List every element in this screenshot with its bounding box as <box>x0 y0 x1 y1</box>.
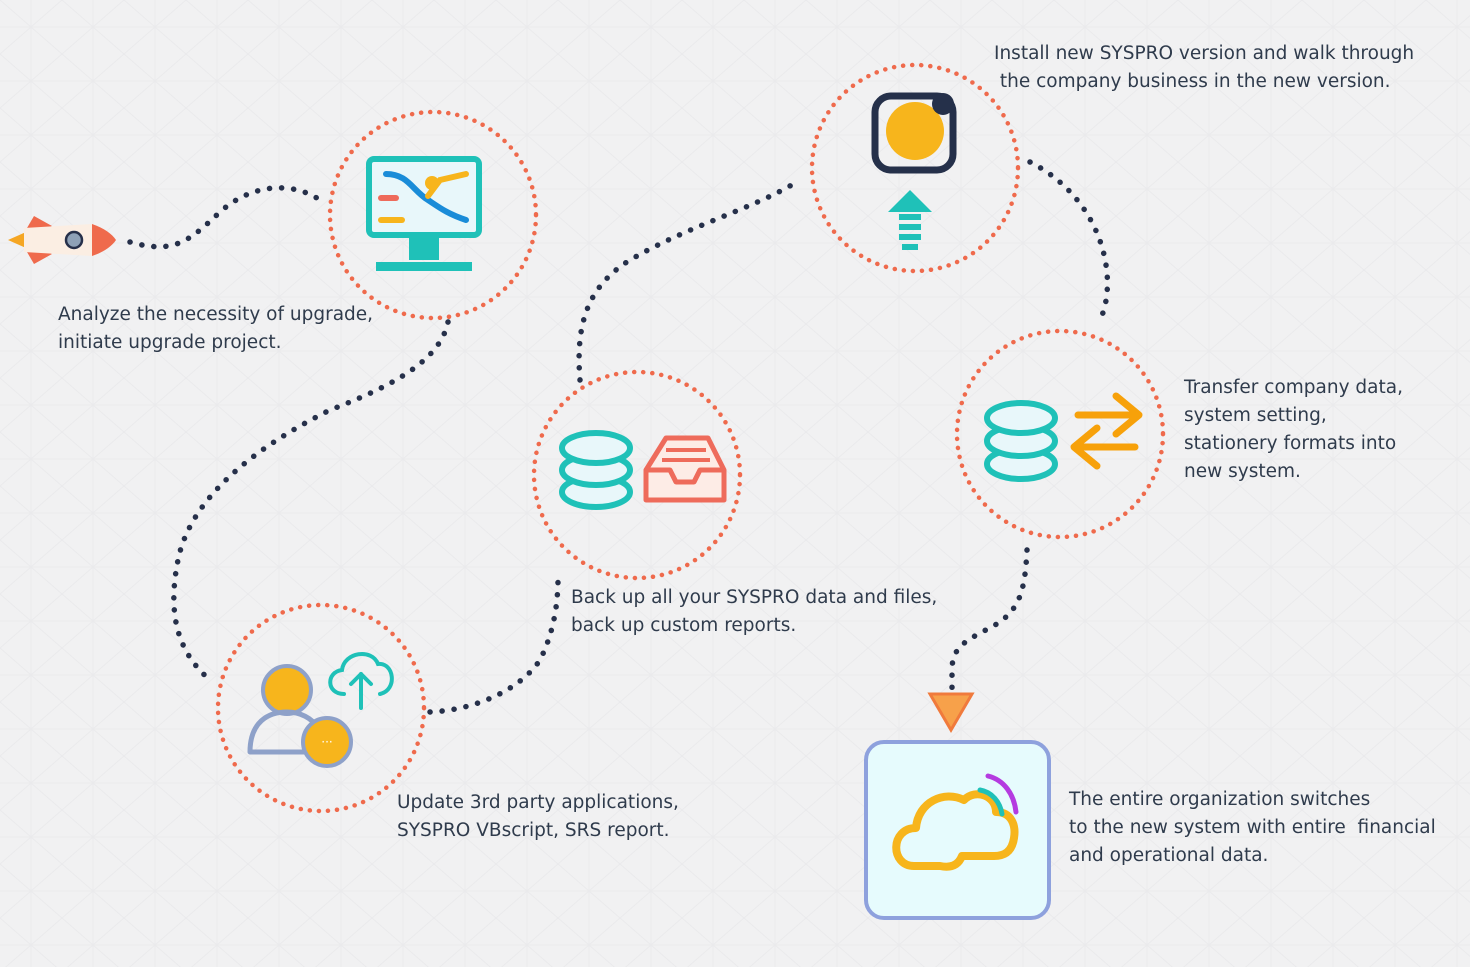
ring-backup <box>531 369 743 581</box>
cloud-signal-icon <box>864 740 1051 920</box>
route-segment-update-to-backup <box>427 575 561 715</box>
install-upgrade-icon <box>871 92 957 250</box>
step-label-install: Install new SYSPRO version and walk thro… <box>994 40 1414 96</box>
step-label-line: to the new system with entire financial <box>1069 817 1436 838</box>
step-label-analyze: Analyze the necessity of upgrade, initia… <box>58 301 373 357</box>
svg-text:···: ··· <box>321 735 332 749</box>
step-label-update: Update 3rd party applications, SYSPRO VB… <box>397 789 679 845</box>
ring-analyze <box>327 109 539 321</box>
step-label-switch: The entire organization switches to the … <box>1069 786 1436 870</box>
step-label-line: The entire organization switches <box>1069 789 1371 810</box>
users-cloud-upload-icon: ··· <box>247 652 394 768</box>
step-label-line: SYSPRO VBscript, SRS report. <box>397 820 670 841</box>
step-rings <box>215 62 1166 814</box>
step-label-line: Analyze the necessity of upgrade, <box>58 304 374 325</box>
route-segment-rocket-to-analyze <box>127 185 323 250</box>
step-label-line: Update 3rd party applications, <box>397 792 679 813</box>
ring-update <box>215 602 427 814</box>
step-label-line: new system. <box>1184 461 1301 482</box>
database-inbox-icon <box>559 430 727 510</box>
step-label-line: stationery formats into <box>1184 433 1397 454</box>
step-label-line: back up custom reports. <box>571 615 797 636</box>
step-label-transfer: Transfer company data, system setting, s… <box>1184 374 1403 486</box>
route-segment-install-to-transfer <box>1027 159 1111 323</box>
ring-install <box>809 62 1021 274</box>
step-label-line: system setting, <box>1184 405 1327 426</box>
step-label-line: initiate upgrade project. <box>58 332 282 353</box>
ring-transfer <box>954 328 1166 540</box>
database-transfer-icon <box>984 392 1143 482</box>
step-label-line: Back up all your SYSPRO data and files, <box>571 587 938 608</box>
route-segment-transfer-to-switch <box>949 547 1030 693</box>
dotted-route <box>127 159 1111 715</box>
arrow-down-icon <box>927 692 975 733</box>
step-label-line: the company business in the new version. <box>994 71 1391 92</box>
route-segment-analyze-to-update <box>171 319 451 683</box>
step-label-line: Transfer company data, <box>1184 377 1403 398</box>
rocket-icon <box>8 216 116 264</box>
step-label-line: Install new SYSPRO version and walk thro… <box>994 43 1415 64</box>
monitor-flow-icon <box>366 156 482 271</box>
step-label-backup: Back up all your SYSPRO data and files, … <box>571 584 937 640</box>
route-segment-backup-to-install <box>576 180 798 383</box>
step-label-line: and operational data. <box>1069 845 1269 866</box>
